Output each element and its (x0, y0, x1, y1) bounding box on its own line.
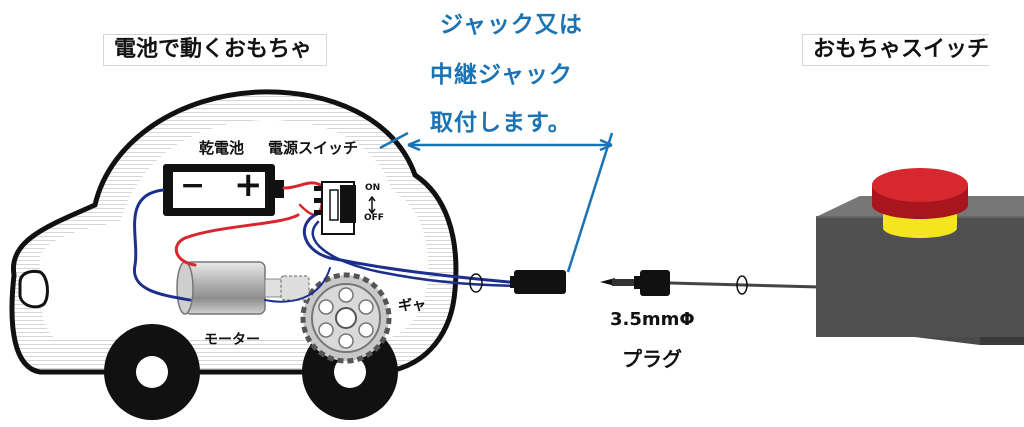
switch-on-label: ON (365, 183, 381, 193)
plug-label: プラグ (622, 347, 682, 371)
power-switch-label: 電源スイッチ (268, 139, 359, 157)
motor-label: モーター (204, 332, 260, 348)
switch-title: おもちゃスイッチ (802, 34, 990, 66)
gear-label: ギャ (398, 298, 426, 314)
button-box-icon (816, 168, 1024, 345)
plug-size-label: 3.5mmΦ (610, 309, 695, 330)
battery-label: 乾電池 (199, 139, 245, 157)
jack-icon (510, 270, 566, 294)
battery-plus-label: + (234, 165, 263, 205)
switch-off-label: OFF (364, 213, 384, 223)
gear-icon (300, 272, 392, 364)
switch-icon (314, 181, 376, 235)
battery-minus-label: − (180, 168, 206, 203)
plug-icon (600, 270, 821, 296)
jack-note-line1: ジャック又は (440, 12, 583, 38)
jack-note: ジャック又は 中継ジャック 取付します。 (430, 8, 583, 140)
battery-icon (163, 164, 284, 216)
front-wheel-icon (104, 324, 200, 420)
jack-note-line3: 取付します。 (430, 110, 572, 136)
cable-ring-icon (469, 273, 483, 293)
annotation-bracket (379, 131, 614, 273)
toy-title: 電池で動くおもちゃ (103, 34, 328, 66)
car-window (18, 269, 49, 309)
jack-note-line2: 中継ジャック (430, 62, 573, 88)
cable-ring-icon (736, 275, 748, 295)
